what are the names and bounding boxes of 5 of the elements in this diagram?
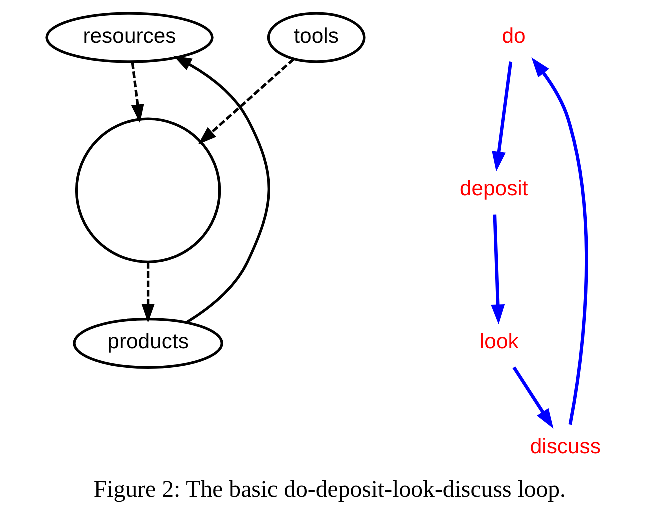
node-text: deposit xyxy=(459,178,528,201)
node-text: look xyxy=(479,330,518,354)
caption: Figure 2: The basic do-deposit-look-discuss loop. xyxy=(93,476,566,503)
node-text: do xyxy=(502,24,526,48)
node-text: discuss xyxy=(530,436,600,459)
